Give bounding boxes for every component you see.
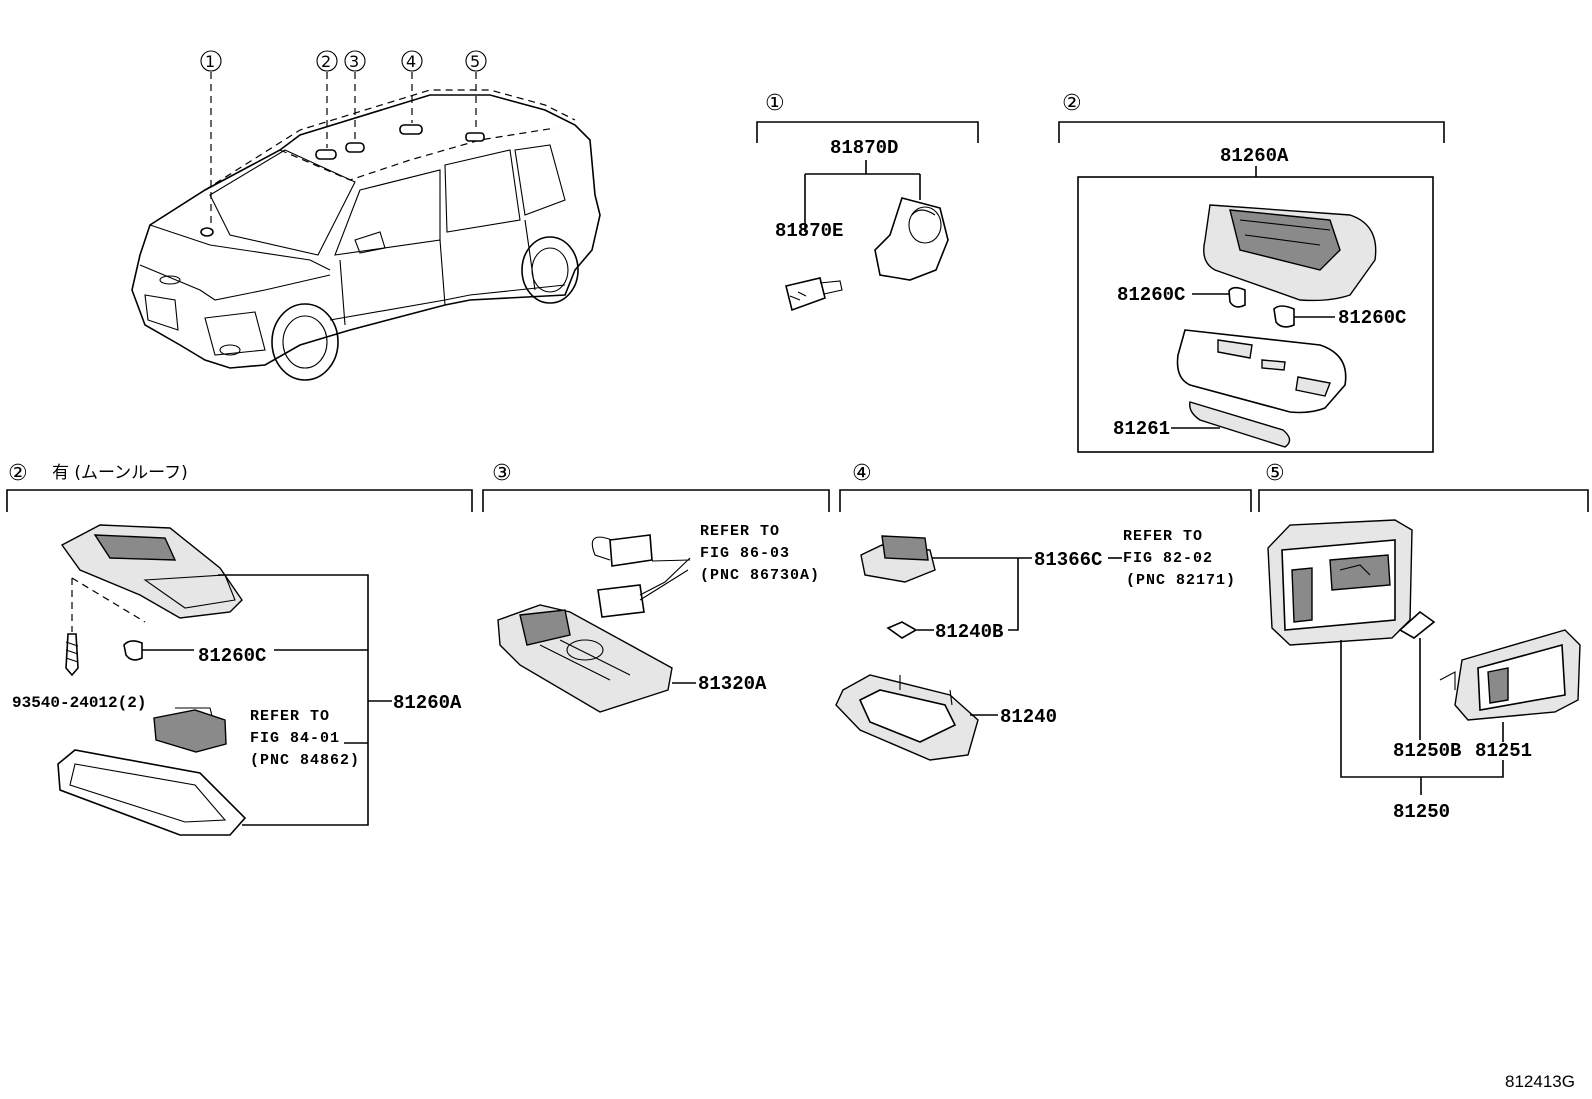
part-81320A: 81320A <box>698 673 767 695</box>
note-fig-82-02: FIG 82-02 <box>1123 550 1213 567</box>
section-1-callout: ① <box>765 91 785 116</box>
part-81240: 81240 <box>1000 706 1057 728</box>
svg-text:2: 2 <box>321 52 331 71</box>
part-81261: 81261 <box>1113 418 1170 440</box>
part-81240B: 81240B <box>935 621 1003 643</box>
section-2-moonroof: ② 有 (ムーンルーフ) 93540-24012(2) 81260C REFER… <box>6 461 473 836</box>
note-pnc-82171: (PNC 82171) <box>1126 572 1236 589</box>
refer-to-note-86: REFER TO <box>700 523 780 540</box>
part-93540-24012: 93540-24012(2) <box>12 694 146 712</box>
refer-to-note-84: REFER TO <box>250 708 330 725</box>
section-5: ⑤ 81250B 81251 81250 <box>1258 461 1589 823</box>
section-3: ③ REFER TO FIG 86-03 (PNC 86730A) 81320A <box>482 461 830 713</box>
section-1: ① 81870D 81870E <box>756 91 979 312</box>
part-81250: 81250 <box>1393 801 1450 823</box>
part-81251: 81251 <box>1475 740 1532 762</box>
part-81260C-right: 81260C <box>1338 307 1406 329</box>
note-pnc-86730a: (PNC 86730A) <box>700 567 820 584</box>
svg-text:1: 1 <box>205 52 215 71</box>
figure-id: 812413G <box>1505 1072 1575 1091</box>
section-5-callout: ⑤ <box>1265 461 1285 486</box>
part-81870E: 81870E <box>775 220 843 242</box>
note-pnc-84862: (PNC 84862) <box>250 752 360 769</box>
part-81260A-top: 81260A <box>1220 145 1289 167</box>
section-4-callout: ④ <box>852 461 872 486</box>
part-81260C-left: 81260C <box>1117 284 1185 306</box>
vehicle-overview: 1 2 3 4 5 <box>131 50 601 381</box>
part-81366C: 81366C <box>1034 549 1102 571</box>
part-81260A-moonroof: 81260A <box>393 692 462 714</box>
svg-text:4: 4 <box>406 52 416 71</box>
section-2: ② 81260A 81260C 81260C 81261 <box>1058 91 1445 453</box>
section-2b-title: 有 (ムーンルーフ) <box>52 463 188 483</box>
section-3-callout: ③ <box>492 461 512 486</box>
section-2b-callout: ② <box>8 461 28 486</box>
section-4: ④ 81366C REFER TO FIG 82-02 (PNC 82171) … <box>835 461 1252 761</box>
section-2-callout: ② <box>1062 91 1082 116</box>
part-81250B: 81250B <box>1393 740 1461 762</box>
note-fig-86-03: FIG 86-03 <box>700 545 790 562</box>
refer-to-note-82: REFER TO <box>1123 528 1203 545</box>
part-81260C-moonroof: 81260C <box>198 645 266 667</box>
svg-text:5: 5 <box>470 52 480 71</box>
svg-text:3: 3 <box>349 52 359 71</box>
part-81870D: 81870D <box>830 137 898 159</box>
note-fig-84-01: FIG 84-01 <box>250 730 340 747</box>
